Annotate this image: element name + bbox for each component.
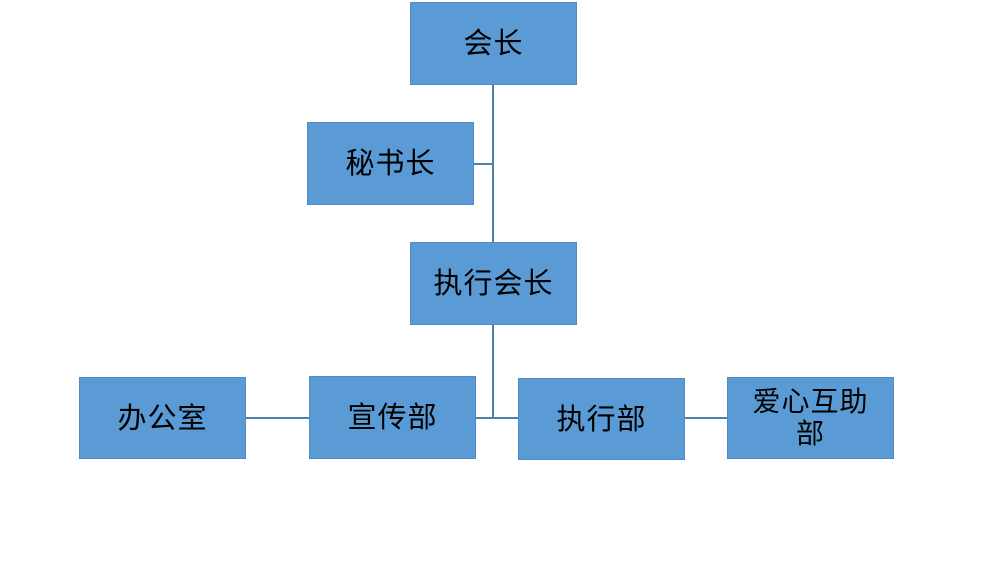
connector-office-to-publicity: [246, 417, 309, 419]
connector-publicity-branch: [476, 417, 493, 419]
node-president[interactable]: 会长: [410, 2, 577, 85]
node-secretary-general-label: 秘书长: [345, 146, 436, 180]
node-office[interactable]: 办公室: [79, 377, 246, 459]
node-love-aid-department[interactable]: 爱心互助部: [727, 377, 894, 459]
node-execution-department[interactable]: 执行部: [518, 378, 685, 460]
node-publicity-department[interactable]: 宣传部: [309, 376, 476, 459]
connector-execution-to-love-aid: [685, 417, 727, 419]
connector-secretary-general-branch: [474, 163, 493, 165]
node-president-label: 会长: [463, 26, 524, 60]
node-publicity-department-label: 宣传部: [347, 400, 438, 434]
node-love-aid-department-label: 爱心互助部: [752, 385, 869, 450]
node-executive-president[interactable]: 执行会长: [410, 242, 577, 325]
node-execution-department-label: 执行部: [556, 401, 647, 436]
node-secretary-general[interactable]: 秘书长: [307, 122, 474, 205]
connector-executive-president-to-departments: [492, 325, 494, 418]
node-office-label: 办公室: [117, 400, 208, 435]
connector-execution-branch: [493, 417, 518, 419]
node-executive-president-label: 执行会长: [433, 266, 554, 300]
connector-president-to-executive-president: [492, 85, 494, 242]
